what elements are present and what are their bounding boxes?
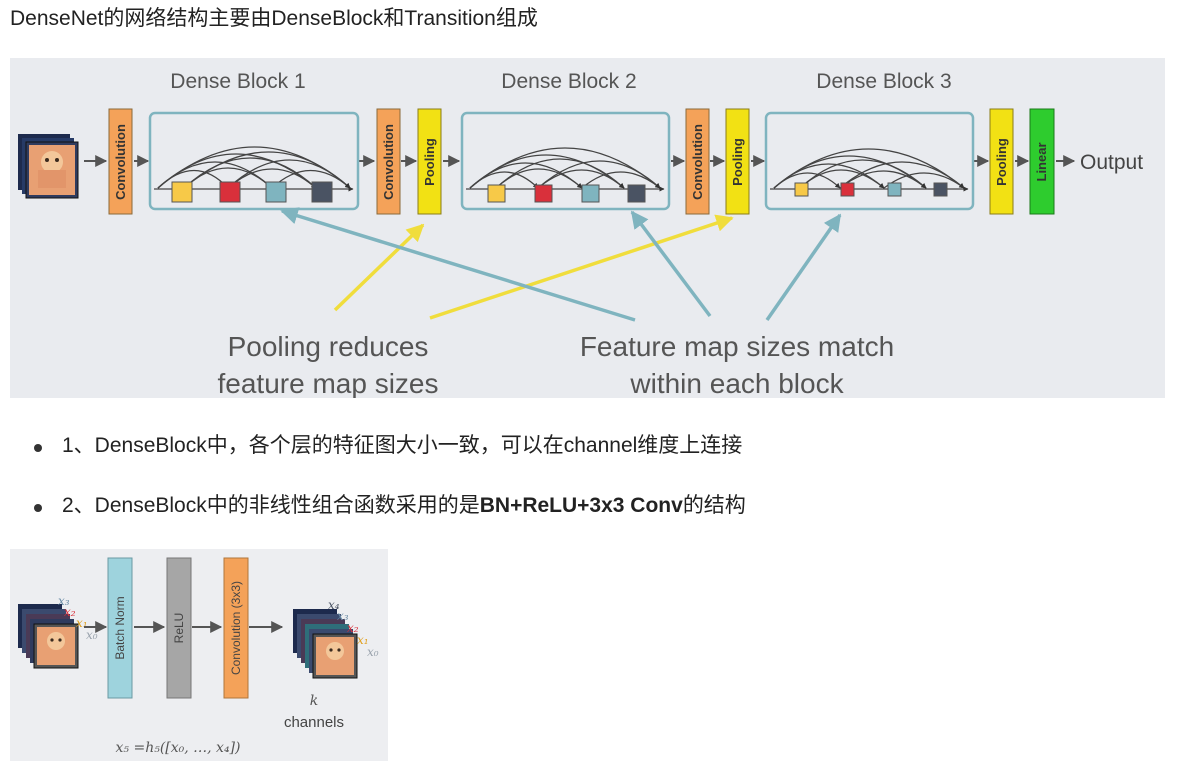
bullet-item-2-suffix: 的结构 <box>682 494 746 517</box>
convolution-label: Convolution <box>381 124 396 200</box>
relu-layer: ReLU <box>166 557 192 699</box>
batch-norm-layer: Batch Norm <box>107 557 133 699</box>
dense-block-3-title: Dense Block 3 <box>816 70 951 93</box>
bullet-item-2-bold: BN+ReLU+3x3 Conv <box>479 494 683 517</box>
bullet-item-2-prefix: 2、DenseBlock中的非线性组合函数采用的是 <box>62 494 480 517</box>
output-label-x2: x₂ <box>347 621 359 635</box>
output-feature-stack <box>293 609 358 679</box>
input-image-stack <box>18 134 79 199</box>
input-label-x1: x₁ <box>76 616 88 630</box>
linear-label: Linear <box>1034 142 1049 181</box>
pooling-label: Pooling <box>730 138 745 186</box>
convolution-layer-2: Convolution <box>376 108 401 215</box>
relu-label: ReLU <box>172 613 186 644</box>
dense-block-1-title: Dense Block 1 <box>170 70 305 93</box>
output-label-x3: x₃ <box>337 609 349 623</box>
k-label: k <box>310 693 318 709</box>
output-label-x0: x₀ <box>367 645 379 659</box>
convolution-label: Convolution <box>690 124 705 200</box>
bullet-list: 1、DenseBlock中，各个层的特征图大小一致，可以在channel维度上连… <box>34 432 746 520</box>
convolution-3x3-layer: Convolution (3x3) <box>223 557 249 699</box>
bullet-item-1: 1、DenseBlock中，各个层的特征图大小一致，可以在channel维度上连… <box>34 432 746 460</box>
composite-function-figure: x₃ x₂ x₁ x₀ Batch Norm ReLU Convolution … <box>10 549 388 761</box>
input-label-x3: x₃ <box>58 594 70 608</box>
dense-block-3 <box>764 111 975 211</box>
pooling-annotation-line2: feature map sizes <box>218 368 439 398</box>
channels-label: channels <box>284 714 344 731</box>
pooling-layer-2: Pooling <box>725 108 750 215</box>
feature-annotation-line1: Feature map sizes match <box>580 331 894 362</box>
input-label-x2: x₂ <box>64 605 76 619</box>
pooling-annotation-line1: Pooling reduces <box>228 331 429 362</box>
dense-block-2 <box>460 111 671 211</box>
dense-block-2-title: Dense Block 2 <box>501 70 636 93</box>
dense-block-1 <box>148 111 360 211</box>
output-label: Output <box>1080 151 1143 174</box>
output-label-x4: x₄ <box>328 598 340 612</box>
linear-layer: Linear <box>1029 108 1055 215</box>
bullet-item-1-text: 1、DenseBlock中，各个层的特征图大小一致，可以在channel维度上连… <box>62 434 743 457</box>
convolution-layer-3: Convolution <box>685 108 710 215</box>
pooling-layer-1: Pooling <box>417 108 442 215</box>
feature-annotation-arrows <box>280 207 842 322</box>
formula: x₅ =h₅([x₀, …, x₄]) <box>116 740 241 756</box>
pooling-annotation-arrows <box>333 214 734 320</box>
batch-norm-label: Batch Norm <box>113 596 127 659</box>
convolution-label: Convolution <box>113 124 128 200</box>
input-feature-stack <box>18 604 79 669</box>
output-label-x1: x₁ <box>357 633 369 647</box>
densenet-architecture-figure: Dense Block 1 Dense Block 2 Dense Block … <box>10 58 1165 398</box>
pooling-label: Pooling <box>994 138 1009 186</box>
pooling-label: Pooling <box>422 138 437 186</box>
pooling-layer-3: Pooling <box>989 108 1014 215</box>
convolution-3x3-label: Convolution (3x3) <box>229 581 243 675</box>
bullet-item-2: 2、DenseBlock中的非线性组合函数采用的是BN+ReLU+3x3 Con… <box>34 492 746 520</box>
input-label-x0: x₀ <box>86 628 98 642</box>
convolution-layer-1: Convolution <box>108 108 133 215</box>
feature-annotation-line2: within each block <box>629 368 844 398</box>
intro-text: DenseNet的网络结构主要由DenseBlock和Transition组成 <box>10 7 538 30</box>
